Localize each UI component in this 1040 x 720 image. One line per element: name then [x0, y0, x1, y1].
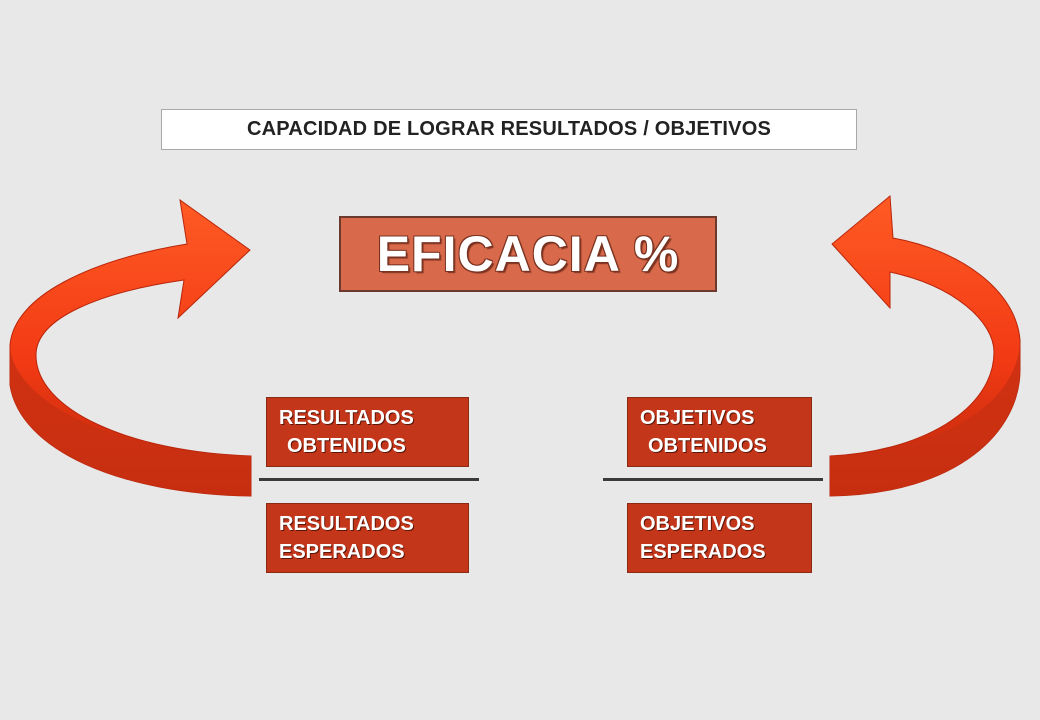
- left-curved-arrow: [9, 198, 252, 497]
- right-numerator-box: OBJETIVOS OBTENIDOS: [627, 397, 812, 467]
- left-numerator-line-2: OBTENIDOS: [287, 435, 406, 457]
- right-fraction-line: [603, 478, 823, 481]
- right-curved-arrow: [829, 194, 1021, 497]
- definition-title: CAPACIDAD DE LOGRAR RESULTADOS / OBJETIV…: [161, 109, 857, 150]
- right-denominator-box: OBJETIVOS ESPERADOS: [627, 503, 812, 573]
- right-denominator-line-1: OBJETIVOS: [640, 513, 755, 535]
- left-fraction-line: [259, 478, 479, 481]
- right-numerator-line-1: OBJETIVOS: [640, 407, 755, 429]
- left-numerator-box: RESULTADOS OBTENIDOS: [266, 397, 469, 467]
- right-numerator-line-2: OBTENIDOS: [648, 435, 767, 457]
- left-denominator-box: RESULTADOS ESPERADOS: [266, 503, 469, 573]
- right-denominator-line-2: ESPERADOS: [640, 541, 766, 563]
- left-denominator-line-1: RESULTADOS: [279, 513, 414, 535]
- left-denominator-line-2: ESPERADOS: [279, 541, 405, 563]
- left-numerator-line-1: RESULTADOS: [279, 407, 414, 429]
- efficacy-label: EFICACIA %: [339, 216, 717, 292]
